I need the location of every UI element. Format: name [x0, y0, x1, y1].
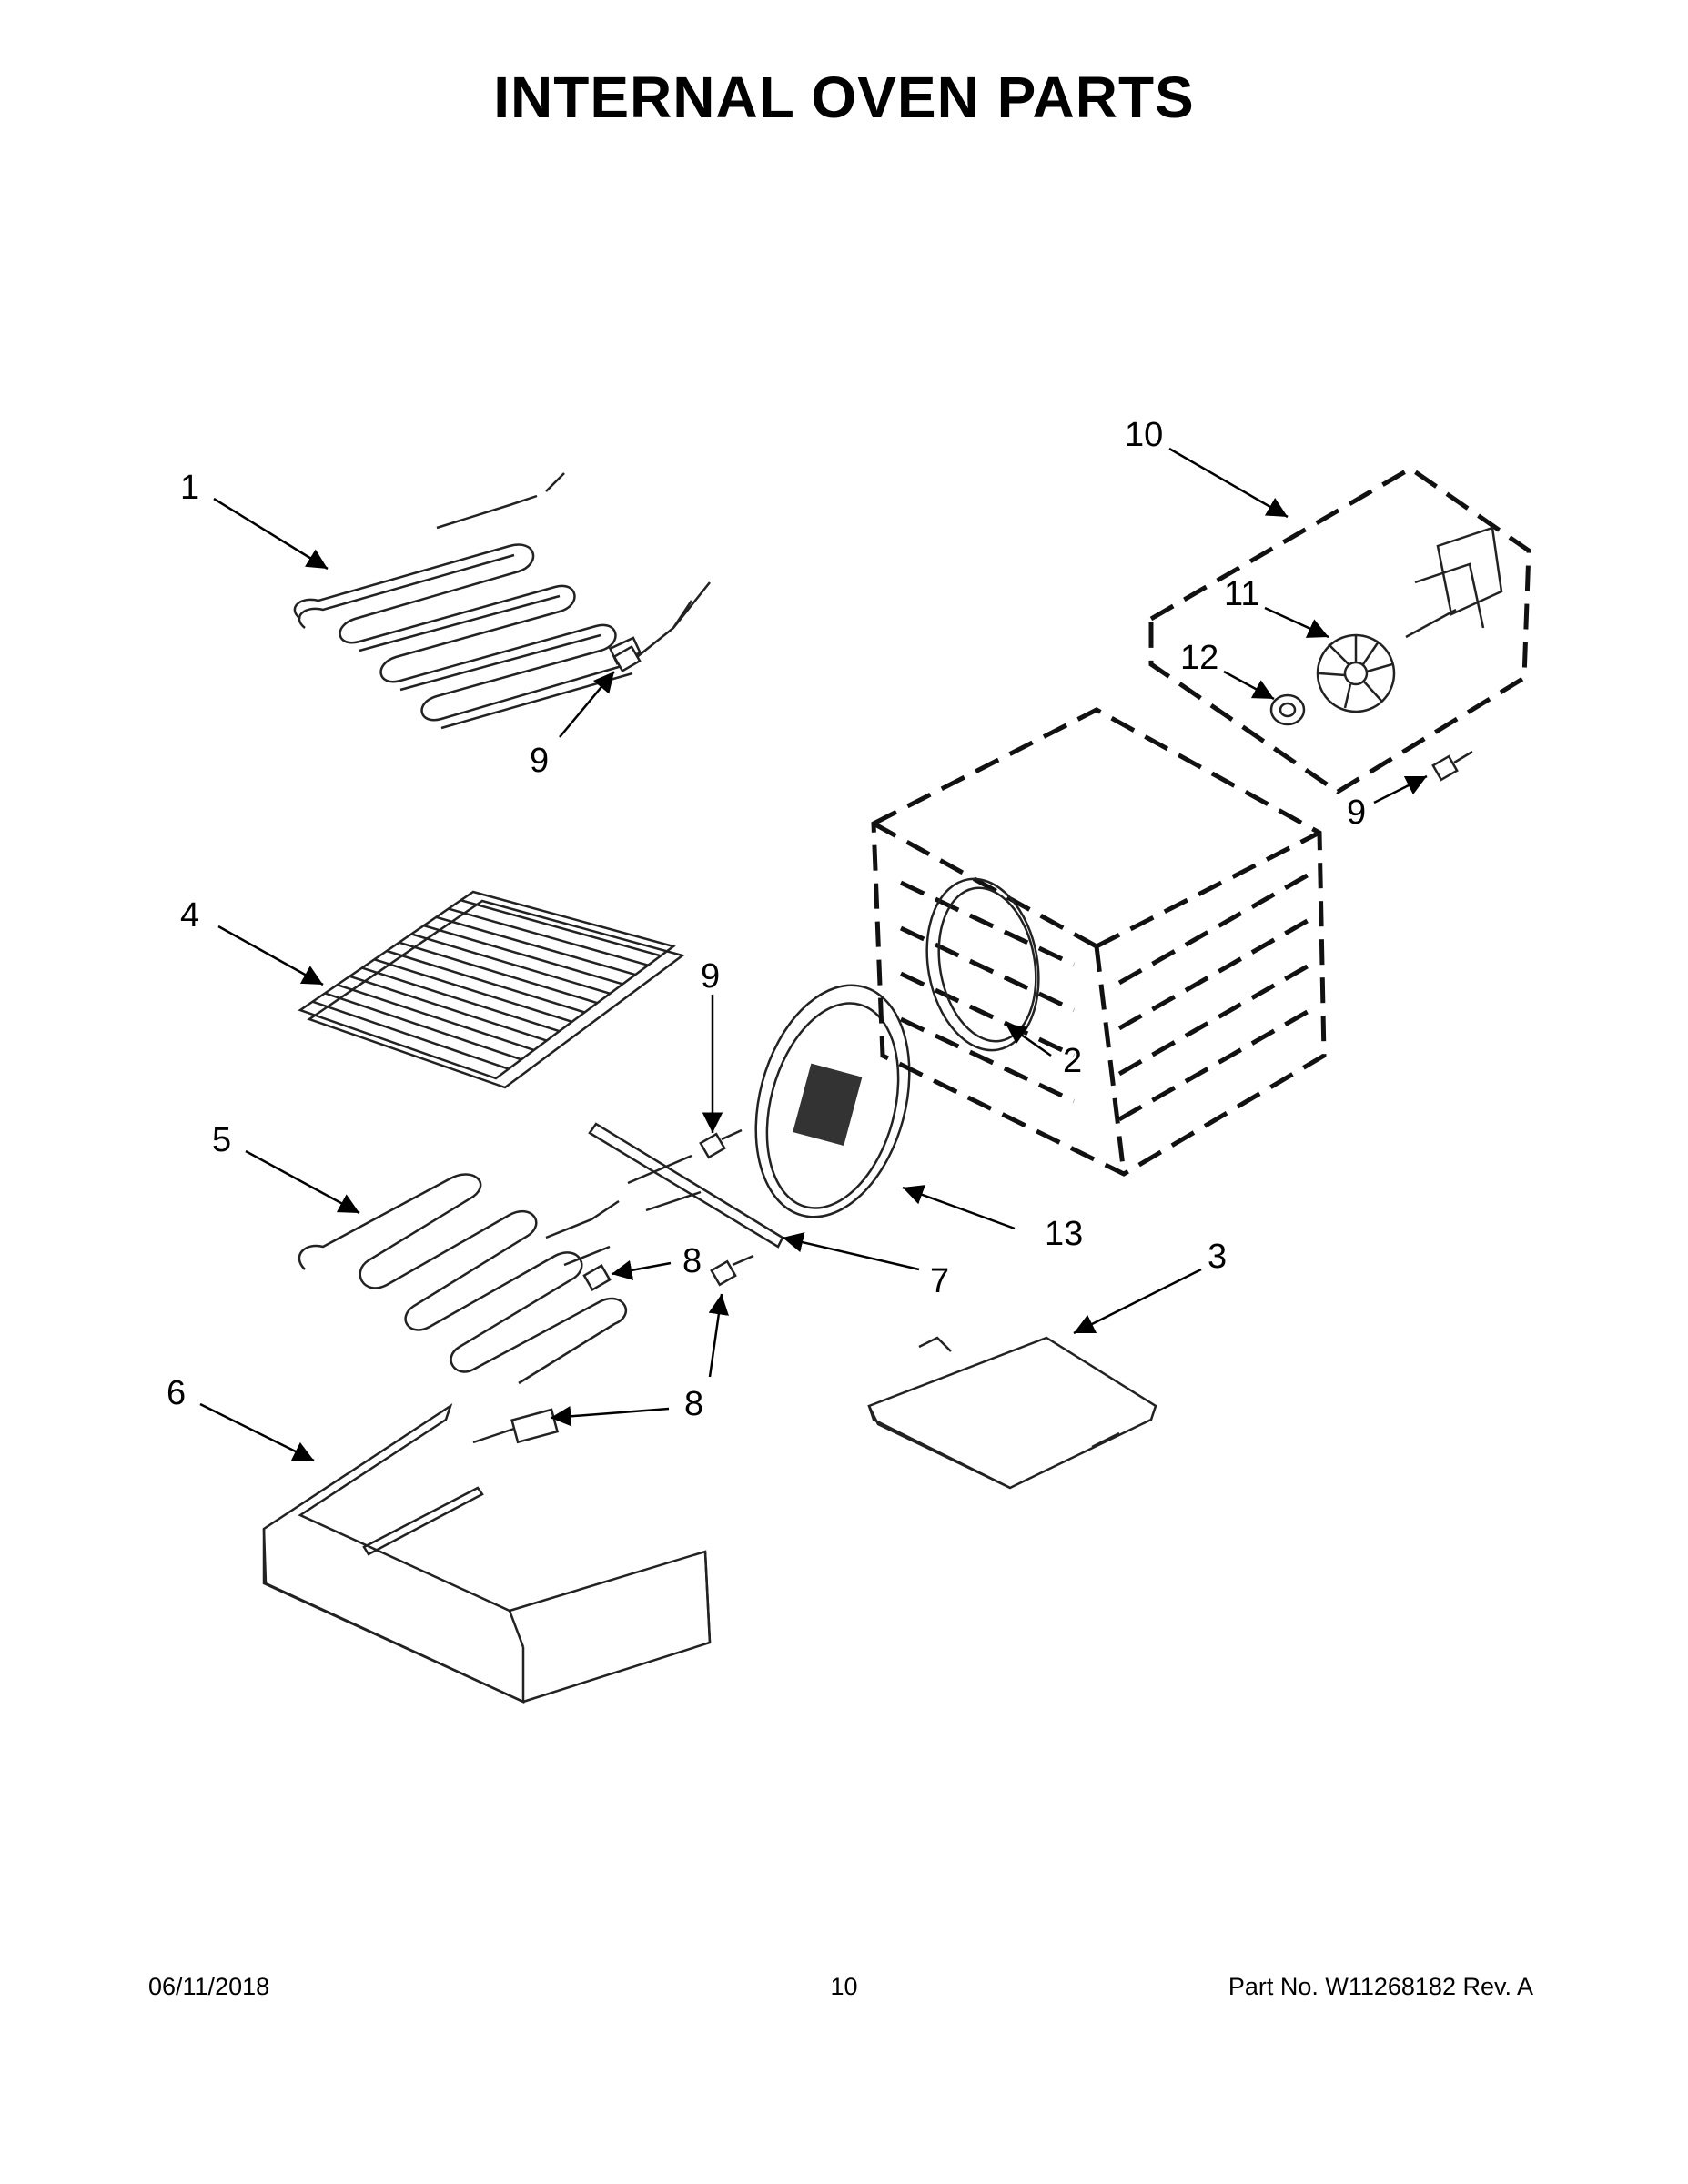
callout-3: 3: [1208, 1238, 1227, 1276]
callout-8: 8: [684, 1385, 703, 1423]
rack-wire: [386, 949, 585, 1014]
fan-blade: [1316, 633, 1396, 713]
rack-wire: [448, 907, 649, 966]
screw: [710, 1254, 754, 1287]
callout-7: 7: [930, 1262, 949, 1300]
rack-wire: [324, 992, 522, 1061]
element-bracket: [588, 1122, 784, 1249]
footer-part-number: Part No. W11268182 Rev. A: [1228, 1973, 1533, 2000]
oven-rack: [298, 890, 685, 1089]
footer-page-number: 10: [830, 1973, 858, 2000]
oven-cavity: [871, 707, 1327, 1177]
rack-wire: [374, 958, 572, 1024]
callout-1: 1: [180, 469, 199, 507]
callout-8: 8: [682, 1242, 702, 1280]
screw: [699, 1128, 743, 1159]
callout-9: 9: [530, 742, 549, 780]
rack-wire: [312, 1000, 510, 1070]
convection-fan-cover: [754, 984, 911, 1218]
callout-10: 10: [1125, 416, 1163, 454]
screw: [1431, 750, 1473, 782]
rack-wire: [435, 915, 636, 976]
rack-wire: [399, 941, 598, 1005]
callout-11: 11: [1224, 575, 1259, 613]
callout-9: 9: [701, 957, 720, 996]
callout-4: 4: [180, 896, 199, 935]
callout-6: 6: [167, 1374, 186, 1412]
upper-heating-element: [293, 472, 711, 730]
screw: [582, 1263, 612, 1292]
lower-bake-element: [298, 1173, 627, 1385]
rack-wire: [337, 983, 535, 1052]
callout-9: 9: [1347, 794, 1366, 832]
rack-wire: [410, 933, 611, 995]
leader-lines: [199, 447, 1428, 1462]
convection-motor-assembly: [1148, 466, 1531, 794]
callout-2: 2: [1063, 1042, 1082, 1080]
callout-12: 12: [1180, 639, 1218, 677]
callout-13: 13: [1045, 1215, 1083, 1253]
rack-wire: [349, 975, 548, 1042]
page-title: INTERNAL OVEN PARTS: [493, 65, 1195, 130]
callout-5: 5: [212, 1121, 231, 1159]
rack-wire: [423, 924, 623, 986]
footer-date: 06/11/2018: [148, 1973, 270, 2000]
terminal-connector: [472, 1408, 560, 1444]
rack-wire: [460, 899, 662, 957]
rack-wire: [361, 966, 561, 1033]
cavity-cover-plate: [867, 1336, 1157, 1490]
screw: [612, 644, 642, 673]
fan-nut: [1269, 693, 1306, 726]
drip-tray: [262, 1402, 712, 1704]
